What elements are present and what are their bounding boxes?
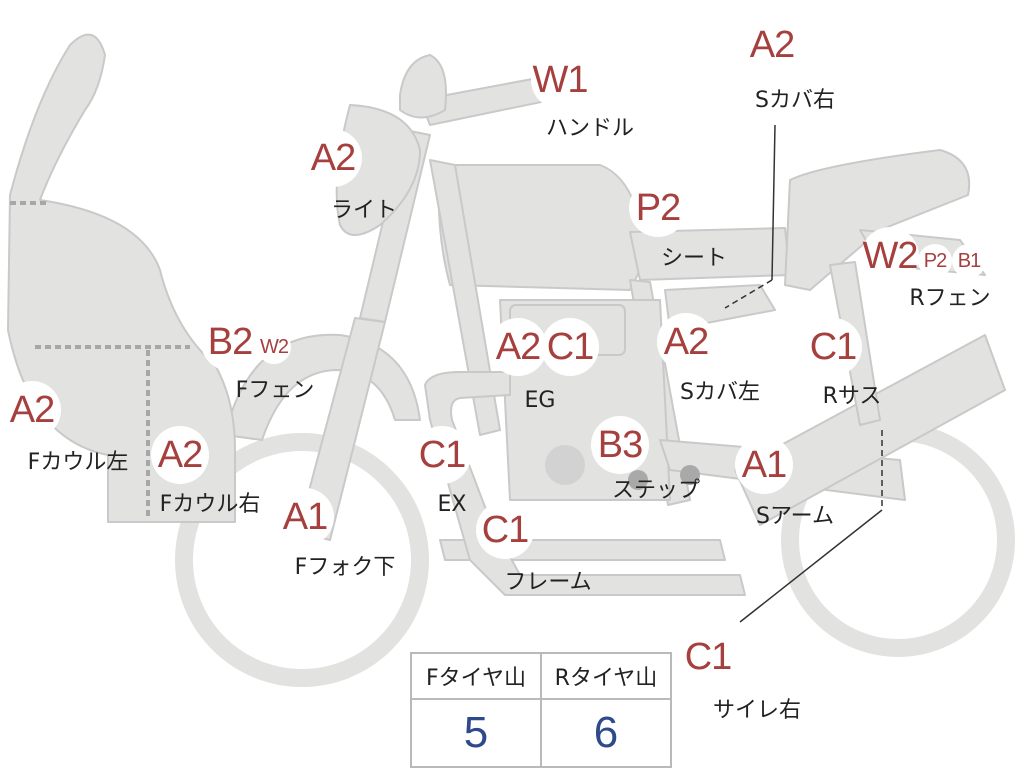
rear-tire-value: 6 bbox=[540, 698, 672, 768]
frame-grade: C1 bbox=[476, 501, 534, 559]
rear-tire-header: Rタイヤ山 bbox=[540, 652, 672, 700]
seat-cover-left-grade: A2 bbox=[657, 313, 715, 371]
frame-shape bbox=[429, 159, 501, 436]
seat-cover-left-label: Sカバ左 bbox=[680, 380, 760, 405]
silencer-right-grade: C1 bbox=[679, 628, 737, 686]
front-fender-label: Fフェン bbox=[235, 378, 315, 403]
rear-fender-extra-2: B1 bbox=[952, 244, 986, 278]
step-label: ステップ bbox=[611, 478, 701, 503]
light-label: ライト bbox=[330, 198, 398, 223]
seat-cover-right-grade: A2 bbox=[743, 16, 801, 74]
front-tire-value: 5 bbox=[410, 698, 542, 768]
seat-grade: P2 bbox=[629, 179, 687, 237]
rear-fender-extra-1: P2 bbox=[918, 244, 952, 278]
exhaust-shape bbox=[424, 371, 746, 596]
front-cowl-left-label: Fカウル左 bbox=[27, 450, 129, 475]
front-fender-grade: B2 bbox=[201, 313, 259, 371]
engine-extra: C1 bbox=[541, 318, 599, 376]
rear-suspension-grade: C1 bbox=[804, 318, 862, 376]
engine-grade: A2 bbox=[489, 318, 547, 376]
front-fork-lower-label: Fフォク下 bbox=[294, 555, 396, 580]
front-cowl-right-grade: A2 bbox=[151, 426, 209, 484]
rear-suspension-label: Rサス bbox=[822, 384, 882, 409]
front-wheel bbox=[175, 433, 429, 687]
front-fender-extra: W2 bbox=[257, 330, 291, 364]
swing-arm-grade: A1 bbox=[735, 436, 793, 494]
handle-label: ハンドル bbox=[545, 116, 635, 141]
exhaust-label: EX bbox=[437, 492, 467, 517]
rear-fender-label: Rフェン bbox=[909, 286, 991, 311]
rear-fender-grade: W2 bbox=[861, 227, 919, 285]
silencer-right-label: サイレ右 bbox=[712, 698, 802, 723]
frame-label: フレーム bbox=[504, 570, 592, 595]
silencer-shape bbox=[734, 334, 1006, 526]
tire-tread-table: Fタイヤ山 Rタイヤ山 5 6 bbox=[410, 652, 672, 768]
light-grade: A2 bbox=[304, 129, 362, 187]
front-fork-lower-grade: A1 bbox=[276, 488, 334, 546]
front-cowl-right-label: Fカウル右 bbox=[159, 492, 261, 517]
engine-label: EG bbox=[524, 388, 556, 413]
swing-arm-label: Sアーム bbox=[756, 504, 834, 529]
front-cowl-left-grade: A2 bbox=[3, 381, 61, 439]
rear-cowl-shape bbox=[784, 149, 971, 291]
seat-cover-right-label: Sカバ右 bbox=[755, 88, 835, 113]
seat-label: シート bbox=[660, 246, 728, 271]
step-grade: B3 bbox=[591, 416, 649, 474]
front-tire-header: Fタイヤ山 bbox=[410, 652, 542, 700]
front-cowl-shape bbox=[7, 33, 236, 523]
handle-grade: W1 bbox=[531, 51, 589, 109]
exhaust-grade: C1 bbox=[413, 426, 471, 484]
